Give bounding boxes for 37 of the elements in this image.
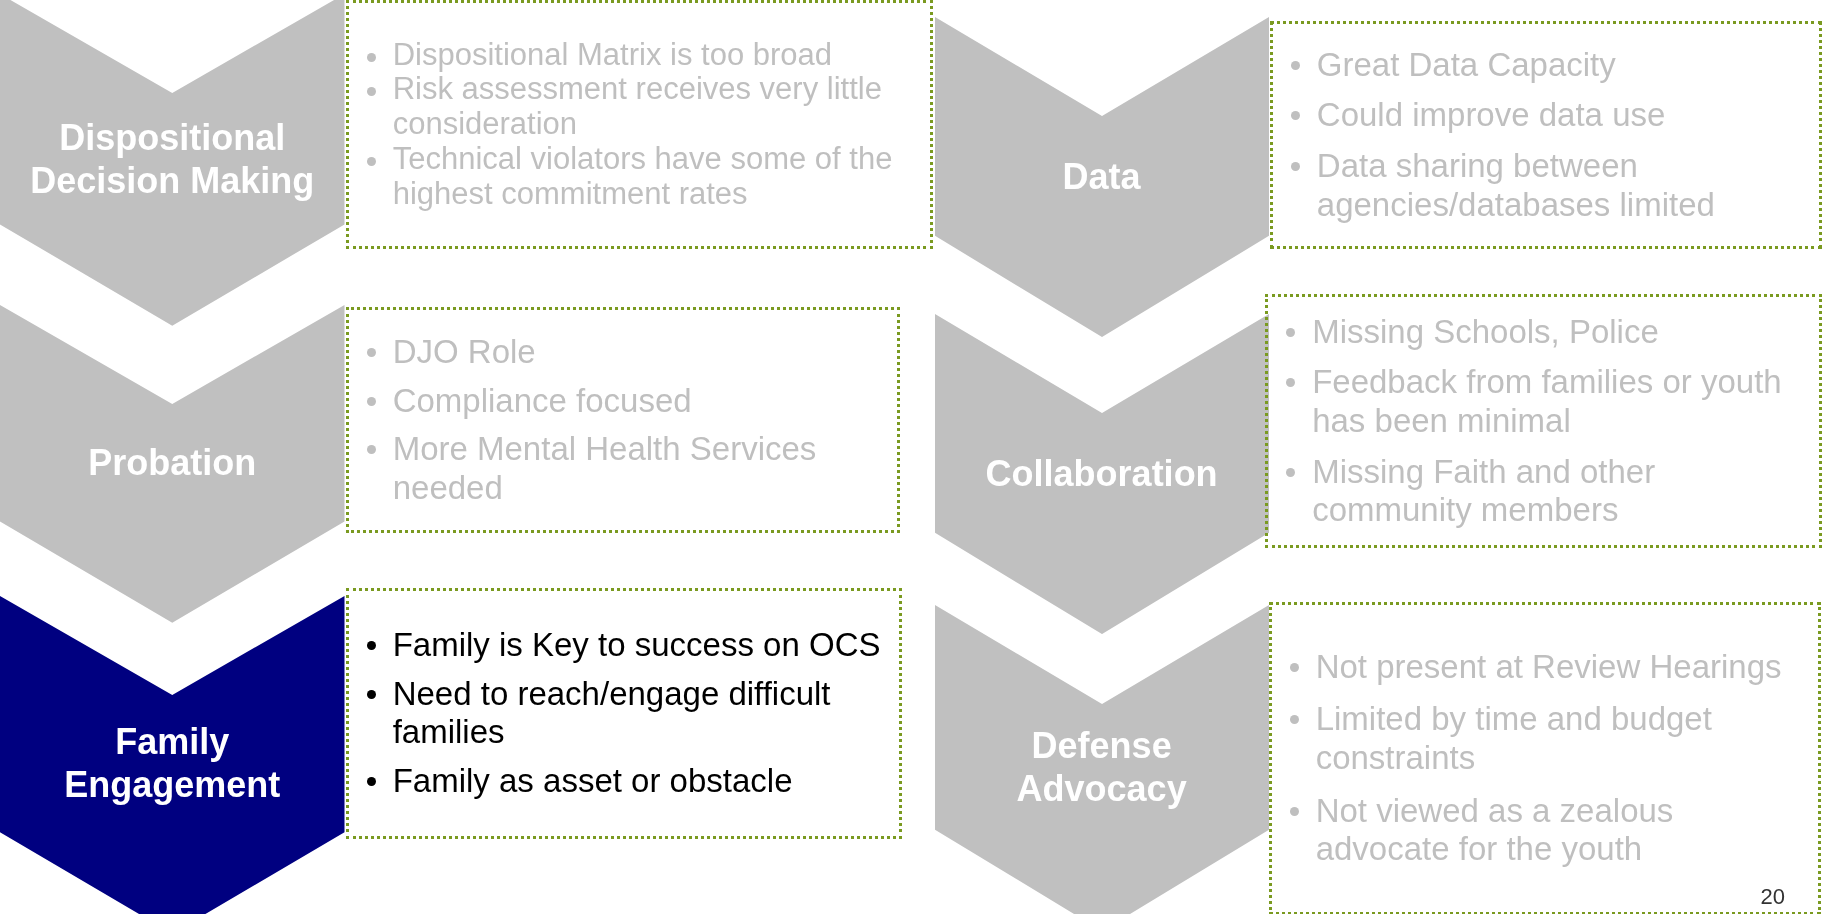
bullet-list-box [1269,20,1822,250]
bullet-text: Family is Key to success on OCS [392,626,881,664]
bullet-text: Risk assessment receives very little consideration [392,71,882,142]
bullet-list-box [345,0,934,250]
bullet-list-box [345,307,900,534]
chevron-label: Defense Advocacy [1015,723,1188,811]
chevron-label: Collaboration [984,451,1219,496]
bullet-text: Not viewed as a zealous advocate for the youth [1315,791,1674,868]
bullet-text: Data sharing between agencies/databases limited [1316,147,1715,223]
bullet-text: Family as asset or obstacle [392,762,793,800]
chevron-label: Probation [87,441,258,486]
chevron-shape [0,595,345,914]
page-number: 20 [1760,884,1785,910]
chevron-shape [934,605,1269,914]
bullet-text: Technical violators have some of the highest commitment rates [392,140,893,211]
bullet-text: Dispositional Matrix is too broad [392,36,833,72]
bullet-text: Need to reach/engage difficult families [392,674,831,751]
bullet-text: DJO Role [392,332,536,370]
bullet-text: Feedback from families or youth has been minimal [1312,363,1782,439]
chevron-label: Dispositional Decision Making [29,115,316,203]
chevron-shape [0,0,345,326]
bullet-text: Missing Faith and other community members [1312,452,1656,529]
bullet-list-box [1265,294,1822,549]
chevron-shape [934,314,1269,635]
bullet-list-box [345,587,902,840]
bullet-text: Missing Schools, Police [1312,312,1659,350]
bullet-list-box [1268,601,1822,914]
chevron-label: Family Engagement [63,720,282,808]
bullet-text: Limited by time and budget constraints [1315,700,1712,776]
chevron-shape [0,304,345,623]
bullet-text: Not present at Review Hearings [1315,647,1782,685]
bullet-text: More Mental Health Services needed [392,430,817,506]
chevron-shape [934,17,1269,338]
bullet-text: Could improve data use [1316,96,1666,134]
chevron-label: Data [1061,154,1142,199]
bullet-text: Compliance focused [392,381,692,419]
bullet-text: Great Data Capacity [1316,45,1616,83]
